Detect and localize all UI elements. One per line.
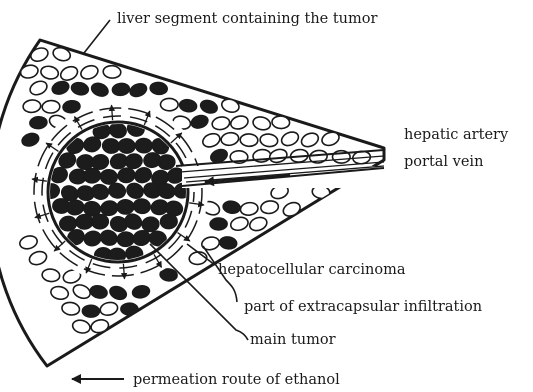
legend: permeation route of ethanol — [72, 372, 340, 388]
label-main-tumor: main tumor — [250, 332, 336, 348]
label-liver-segment: liver segment containing the tumor — [117, 11, 378, 27]
normal-cell — [23, 99, 42, 113]
normal-cell — [103, 65, 121, 79]
tumor-cell — [135, 138, 153, 154]
label-extracapsular-infiltration: part of extracapsular infiltration — [244, 299, 482, 315]
label-hepatocellular-carcinoma: hepatocellular carcinoma — [218, 262, 406, 278]
legend-label: permeation route of ethanol — [133, 372, 340, 388]
infiltrating-cell — [210, 218, 228, 231]
label-portal-vein: portal vein — [404, 154, 483, 170]
normal-cell — [42, 100, 60, 113]
infiltrating-cell — [82, 305, 100, 318]
tumor-cell — [117, 199, 134, 214]
normal-cell — [160, 98, 178, 111]
label-hepatic-artery: hepatic artery — [404, 127, 509, 143]
normal-cell — [240, 133, 258, 146]
leader-liver-segment — [84, 20, 110, 53]
tumor-cell — [76, 214, 94, 230]
